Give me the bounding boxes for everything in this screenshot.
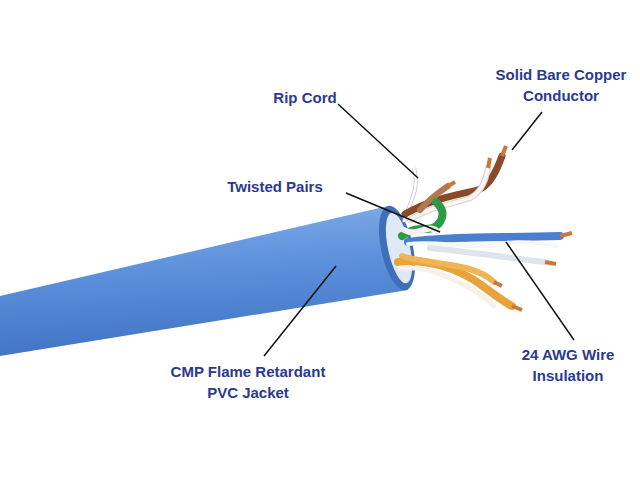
copper-tip	[494, 282, 502, 286]
leader-line	[264, 266, 336, 356]
copper-tip	[502, 146, 506, 156]
white-wire	[430, 248, 545, 262]
copper-tip	[512, 306, 522, 310]
cable-jacket	[0, 206, 408, 356]
leader-line	[512, 112, 542, 150]
part-label: Twisted Pairs	[205, 176, 345, 197]
part-label: Rip Cord	[245, 87, 365, 108]
copper-tip	[545, 262, 556, 264]
part-label: Solid Bare Copper Conductor	[486, 64, 636, 106]
white-wire	[410, 168, 488, 220]
leader-line	[506, 242, 574, 340]
orange-wire	[402, 256, 494, 282]
copper-tip	[448, 182, 455, 186]
part-label: 24 AWG Wire Insulation	[512, 344, 624, 386]
blue-wire	[408, 236, 560, 242]
white-wire	[410, 168, 488, 220]
copper-tip	[488, 158, 490, 168]
copper-tip	[560, 233, 572, 236]
leader-line	[346, 193, 440, 232]
leader-line	[338, 104, 418, 178]
part-label: CMP Flame Retardant PVC Jacket	[162, 361, 334, 403]
